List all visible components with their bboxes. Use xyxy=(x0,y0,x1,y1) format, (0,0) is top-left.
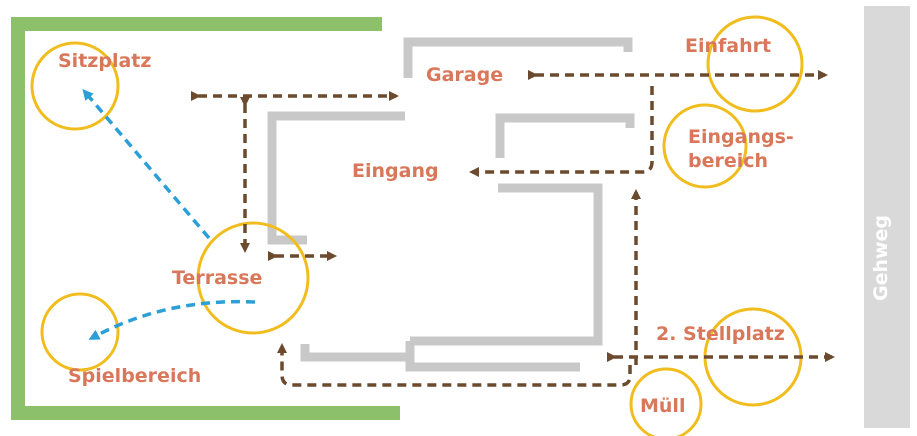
label-einfahrt: Einfahrt xyxy=(685,35,771,57)
house-walls xyxy=(267,37,635,372)
zone-circle-eingangsbereich xyxy=(662,103,748,189)
zone-circle-terrasse xyxy=(196,221,310,335)
garden-path-spielbereich xyxy=(88,299,256,340)
path-einfahrt-eingang xyxy=(469,86,654,177)
garden-paths xyxy=(82,88,256,340)
path-muell-terrasse xyxy=(277,343,632,387)
label-garage: Garage xyxy=(426,64,503,86)
zone-circle-einfahrt xyxy=(706,15,804,113)
label-spielbereich: Spielbereich xyxy=(68,365,201,387)
label-gehweg: Gehweg xyxy=(870,215,892,301)
sidewalk-strip xyxy=(864,6,910,428)
label-muell: Müll xyxy=(640,395,685,417)
label-terrasse: Terrasse xyxy=(172,267,262,289)
garden-path-sitzplatz xyxy=(82,88,211,240)
zone-circle-muell xyxy=(629,367,703,436)
movement-paths xyxy=(191,70,835,387)
label-eingangsbereich-line2: bereich xyxy=(688,150,768,172)
label-eingang: Eingang xyxy=(352,160,439,182)
label-sitzplatz: Sitzplatz xyxy=(58,50,151,72)
zone-circle-spielbereich xyxy=(40,292,120,372)
label-eingangsbereich-line1: Eingangs- xyxy=(688,126,794,148)
garden-border xyxy=(11,17,400,420)
label-stellplatz: 2. Stellplatz xyxy=(656,323,785,345)
zone-circle-sitzplatz xyxy=(30,41,120,131)
